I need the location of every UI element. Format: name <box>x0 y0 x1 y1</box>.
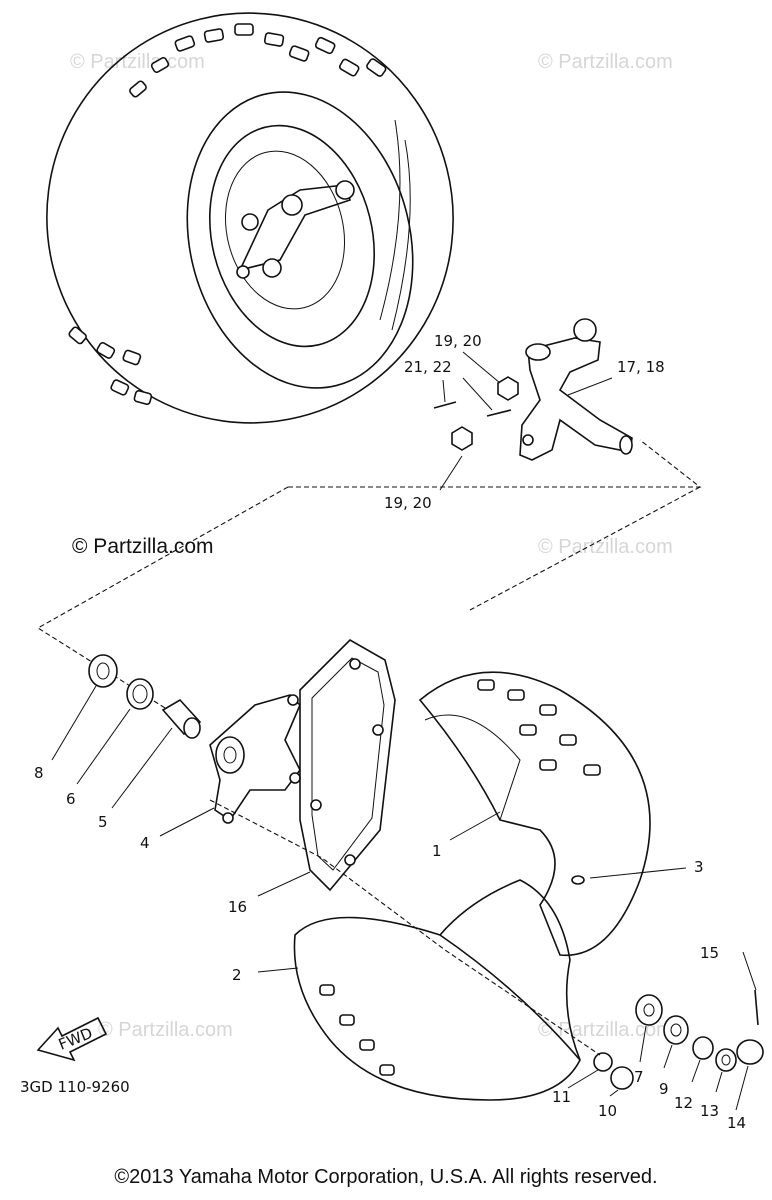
callout-5: 5 <box>98 813 108 831</box>
rim-half-1 <box>418 671 651 957</box>
castle-nut-upper <box>497 376 519 401</box>
partzilla-copyright: © Partzilla.com <box>72 535 214 558</box>
callout-13: 13 <box>700 1102 719 1120</box>
spacer-5 <box>161 698 202 739</box>
rim-half-2 <box>293 879 581 1101</box>
callout-11: 11 <box>552 1088 571 1106</box>
washer-7 <box>635 994 663 1026</box>
stud-3 <box>571 875 585 885</box>
washer-9 <box>663 1015 689 1045</box>
watermark-top-left: © Partzilla.com <box>70 51 205 73</box>
callout-16: 16 <box>228 898 247 916</box>
bearing-6 <box>126 678 154 710</box>
gasket-16 <box>299 639 396 892</box>
footer-copyright: ©2013 Yamaha Motor Corporation, U.S.A. A… <box>114 1166 658 1188</box>
callout-1: 1 <box>432 842 442 860</box>
callout-19-20-bottom: 19, 20 <box>384 494 432 512</box>
assembled-wheel-drawing <box>46 12 454 424</box>
diagram-code: 3GD 110-9260 <box>20 1078 130 1096</box>
callout-12: 12 <box>674 1094 693 1112</box>
callout-17-18: 17, 18 <box>617 358 665 376</box>
callout-15: 15 <box>700 944 719 962</box>
washer-11 <box>593 1052 613 1072</box>
washer-12 <box>692 1036 714 1060</box>
callout-6: 6 <box>66 790 76 808</box>
callout-3: 3 <box>694 858 704 876</box>
callout-10: 10 <box>598 1102 617 1120</box>
callout-21-22: 21, 22 <box>404 358 452 376</box>
nut-10 <box>610 1066 634 1090</box>
watermark-top-right: © Partzilla.com <box>538 51 673 73</box>
fwd-arrow-icon: FWD <box>36 1016 108 1062</box>
castle-nut-lower <box>451 426 473 451</box>
callout-14: 14 <box>727 1114 746 1132</box>
bearing-8 <box>88 654 118 688</box>
nut-14 <box>736 1039 764 1065</box>
cotter-pin-15 <box>754 989 759 1026</box>
callout-2: 2 <box>232 966 242 984</box>
steering-knuckle-drawing <box>433 318 633 461</box>
wheel-hub-4 <box>209 694 301 824</box>
callout-8: 8 <box>34 764 44 782</box>
watermark-bottom-left: © Partzilla.com <box>98 1019 233 1041</box>
washer-13 <box>715 1048 737 1072</box>
callout-7: 7 <box>634 1068 644 1086</box>
callout-4: 4 <box>140 834 150 852</box>
callout-19-20-top: 19, 20 <box>434 332 482 350</box>
callout-9: 9 <box>659 1080 669 1098</box>
watermark-mid-right: © Partzilla.com <box>538 536 673 558</box>
